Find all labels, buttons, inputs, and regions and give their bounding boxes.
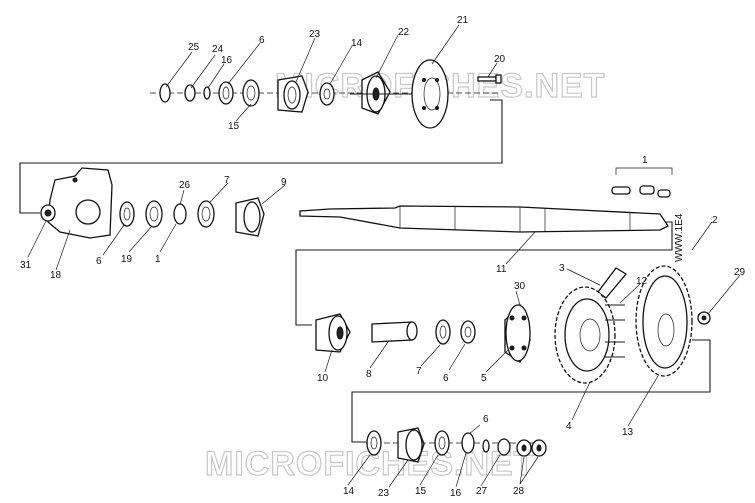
axle-assembly: 31 18 6 19 1 26 7 9 11 1 2 WWW.1E4 — [20, 155, 718, 443]
part-6d-seal — [461, 432, 475, 454]
label-29: 29 — [734, 267, 746, 278]
label-19: 19 — [121, 254, 133, 265]
label-18: 18 — [50, 270, 62, 281]
label-2: 2 — [712, 215, 718, 226]
label-13: 13 — [622, 427, 634, 438]
label-16b: 16 — [450, 488, 462, 499]
part-19-bearing — [145, 200, 163, 228]
part-7a-bearing — [197, 200, 215, 228]
label-9: 9 — [281, 177, 287, 188]
label-1b: 1 — [155, 254, 161, 265]
part-26-ring — [173, 203, 187, 225]
label-20: 20 — [494, 54, 506, 65]
label-5: 5 — [481, 373, 487, 384]
label-23b: 23 — [378, 488, 390, 499]
label-7c: 7 — [416, 366, 422, 377]
part-13-sprocket — [635, 265, 693, 377]
label-25: 25 — [188, 42, 200, 53]
part-7c-bearing — [435, 319, 451, 345]
label-6b: 6 — [96, 256, 102, 267]
label-31: 31 — [20, 260, 32, 271]
stamp: WWW.1E4 — [674, 213, 685, 262]
part-3-chain — [597, 267, 627, 299]
label-24: 24 — [212, 44, 224, 55]
top-assembly: 25 24 16 6 23 14 22 21 20 15 — [19, 15, 506, 214]
label-6: 6 — [259, 35, 265, 46]
part-12-bolts — [605, 304, 625, 358]
part-21-disc — [411, 59, 449, 129]
part-16b-oring — [482, 439, 490, 453]
label-11: 11 — [496, 264, 507, 275]
part-6b-seal — [119, 201, 135, 227]
label-21: 21 — [457, 15, 469, 26]
label-7: 7 — [224, 175, 230, 186]
label-3: 3 — [559, 263, 565, 274]
part-28-nuts — [516, 439, 547, 457]
bottom-assembly: 14 23 15 16 27 28 6 — [343, 414, 547, 499]
part-27-washer — [497, 438, 511, 456]
label-22: 22 — [398, 27, 410, 38]
part-14b-spacer — [366, 430, 382, 456]
part-24-washer — [184, 84, 196, 102]
label-26: 26 — [179, 180, 191, 191]
label-10: 10 — [317, 373, 329, 384]
part-14-spacer — [319, 82, 335, 106]
part-8-spacer — [371, 321, 413, 343]
part-20-bolt — [477, 76, 497, 82]
part-11-axle — [299, 205, 669, 233]
label-6c: 6 — [443, 373, 449, 384]
sprocket-assembly: 10 8 7 6 5 30 3 12 29 4 13 — [315, 263, 746, 438]
label-23: 23 — [309, 29, 321, 40]
label-30: 30 — [514, 281, 526, 292]
label-15b: 15 — [415, 486, 427, 497]
label-12: 12 — [636, 276, 648, 287]
part-16-oring — [203, 86, 211, 100]
label-6d: 6 — [483, 414, 489, 425]
part-15b-bearing — [434, 430, 450, 456]
label-14b: 14 — [343, 486, 355, 497]
part-1-chain-link — [611, 167, 673, 198]
part-15-bearing — [242, 79, 260, 107]
label-28: 28 — [513, 486, 525, 497]
part-6-seal — [218, 81, 234, 105]
label-1: 1 — [642, 155, 648, 166]
part-25-circlip — [159, 83, 171, 103]
label-14: 14 — [351, 38, 363, 49]
label-8: 8 — [366, 369, 372, 380]
label-27: 27 — [476, 486, 488, 497]
label-4: 4 — [566, 421, 572, 432]
label-16: 16 — [221, 55, 233, 66]
part-6c-seal — [460, 320, 476, 344]
label-15: 15 — [228, 121, 240, 132]
part-4-drive-sprocket — [554, 286, 616, 384]
